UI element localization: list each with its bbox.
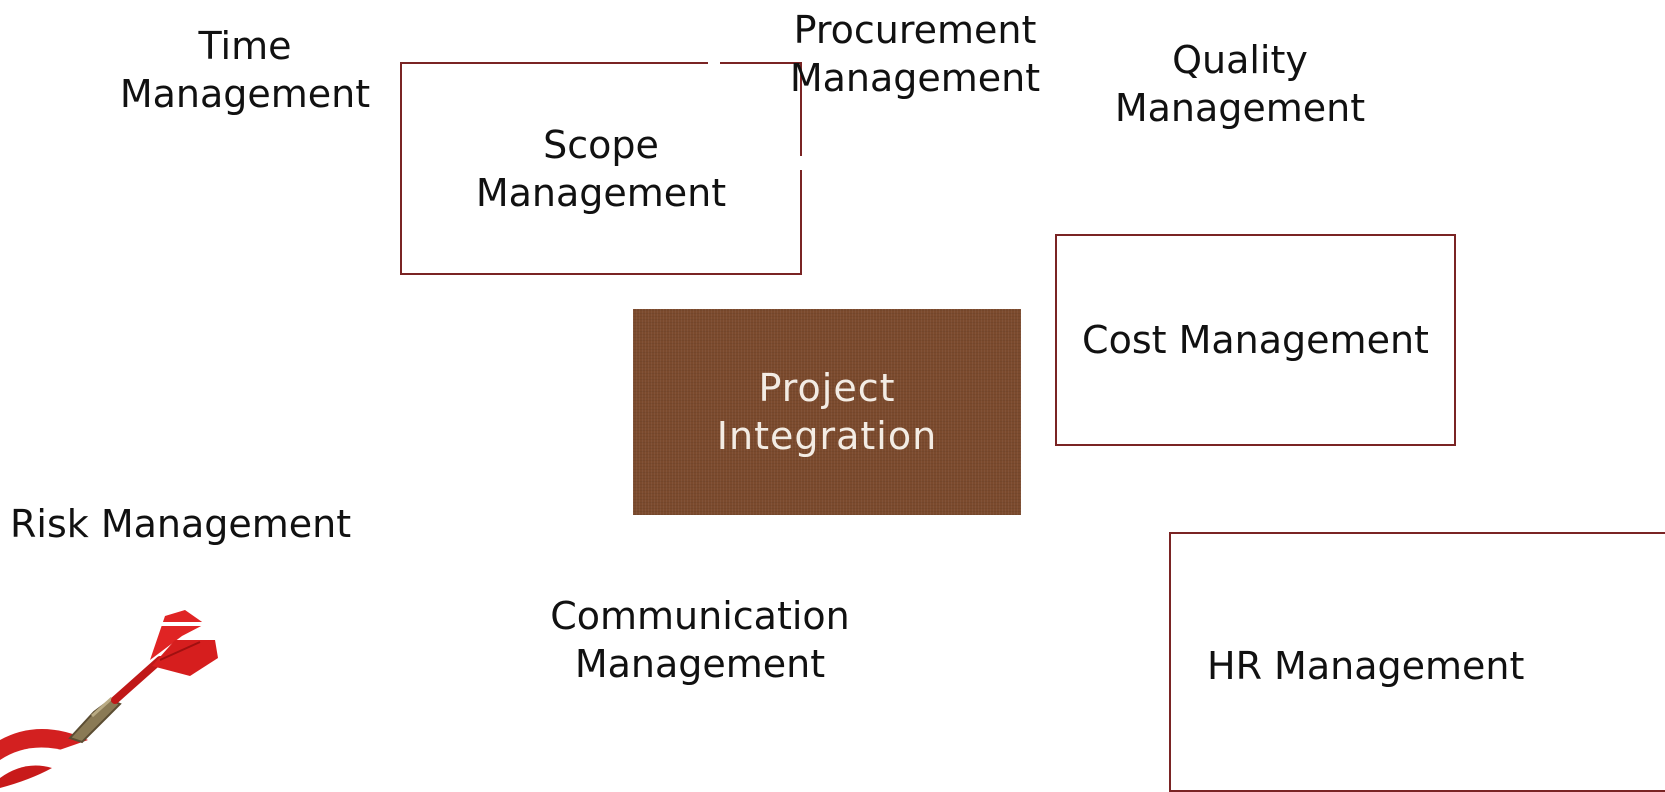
hr-management-label: HR Management <box>1207 644 1525 688</box>
communication-management-label: Communication Management <box>550 594 850 686</box>
scope-box-border-gap-right <box>797 156 805 170</box>
risk-management-label: Risk Management <box>10 502 352 546</box>
project-integration-label: Project Integration <box>716 366 938 458</box>
dart-flight-bottom <box>152 640 218 676</box>
dart-icon <box>0 610 218 788</box>
scope-management-box: Scope Management <box>400 62 802 275</box>
dart-flight-shadow <box>159 641 201 661</box>
cost-management-label: Cost Management <box>1082 318 1429 362</box>
dart-barrel-highlight <box>90 696 114 718</box>
hr-management-box: HR Management <box>1169 532 1665 792</box>
dart-shaft <box>111 656 164 704</box>
dart-barrel <box>68 698 122 744</box>
target-ring-center <box>0 765 52 788</box>
cost-management-box: Cost Management <box>1055 234 1456 446</box>
project-integration-box: Project Integration <box>633 309 1021 515</box>
scope-management-label: Scope Management <box>475 122 727 215</box>
quality-management-label: Quality Management <box>1114 38 1366 130</box>
time-management-label: Time Management <box>119 24 371 116</box>
scope-box-border-gap-top <box>708 60 720 66</box>
procurement-management-label: Procurement Management <box>789 8 1041 100</box>
